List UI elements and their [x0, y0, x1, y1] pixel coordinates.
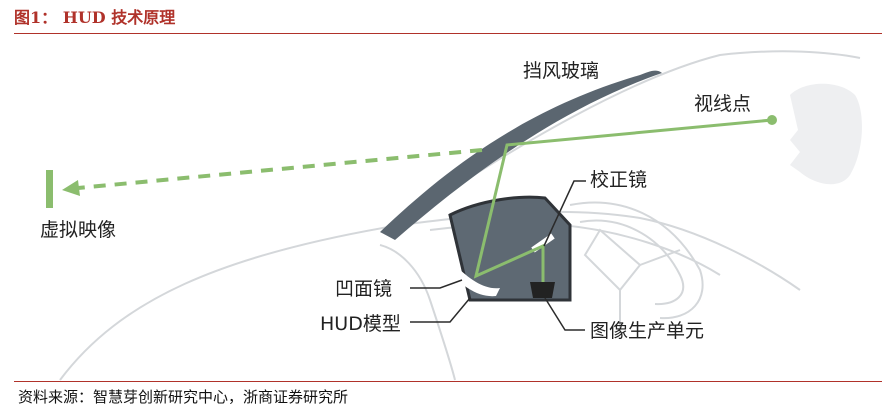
image-unit-label: 图像生产单元 — [590, 320, 704, 342]
hud-module-label: HUD模型 — [320, 313, 401, 335]
dashboard-outline — [379, 244, 456, 381]
viewer-head-icon — [790, 83, 862, 185]
figure-caption: 图1： HUD 技术原理 — [14, 8, 176, 27]
correction-mirror-label: 校正镜 — [590, 169, 647, 191]
steering-wheel — [569, 201, 704, 330]
concave-mirror — [449, 265, 500, 297]
concave-mirror-leader — [410, 279, 463, 289]
footer-divider — [14, 381, 882, 382]
viewpoint-label: 视线点 — [694, 93, 751, 115]
concave-mirror-label: 凹面镜 — [335, 278, 392, 300]
virtual-image-arrowhead — [62, 180, 80, 196]
figure-source: 资料来源：智慧芽创新研究中心，浙商证券研究所 — [18, 388, 349, 406]
image-unit-leader — [544, 297, 585, 331]
virtual-image-ray — [77, 148, 483, 190]
car-roof-outline — [59, 50, 861, 381]
image-unit — [530, 282, 555, 298]
header-divider — [14, 33, 882, 34]
windshield-label: 挡风玻璃 — [523, 60, 599, 82]
virtual-image-label: 虚拟映像 — [40, 219, 116, 241]
correction-mirror-leader — [543, 180, 586, 247]
optical-path — [473, 118, 773, 282]
virtual-image-bar — [46, 170, 53, 208]
hud-module-leader — [410, 297, 471, 323]
eye-point — [767, 115, 777, 125]
windshield — [380, 70, 662, 240]
